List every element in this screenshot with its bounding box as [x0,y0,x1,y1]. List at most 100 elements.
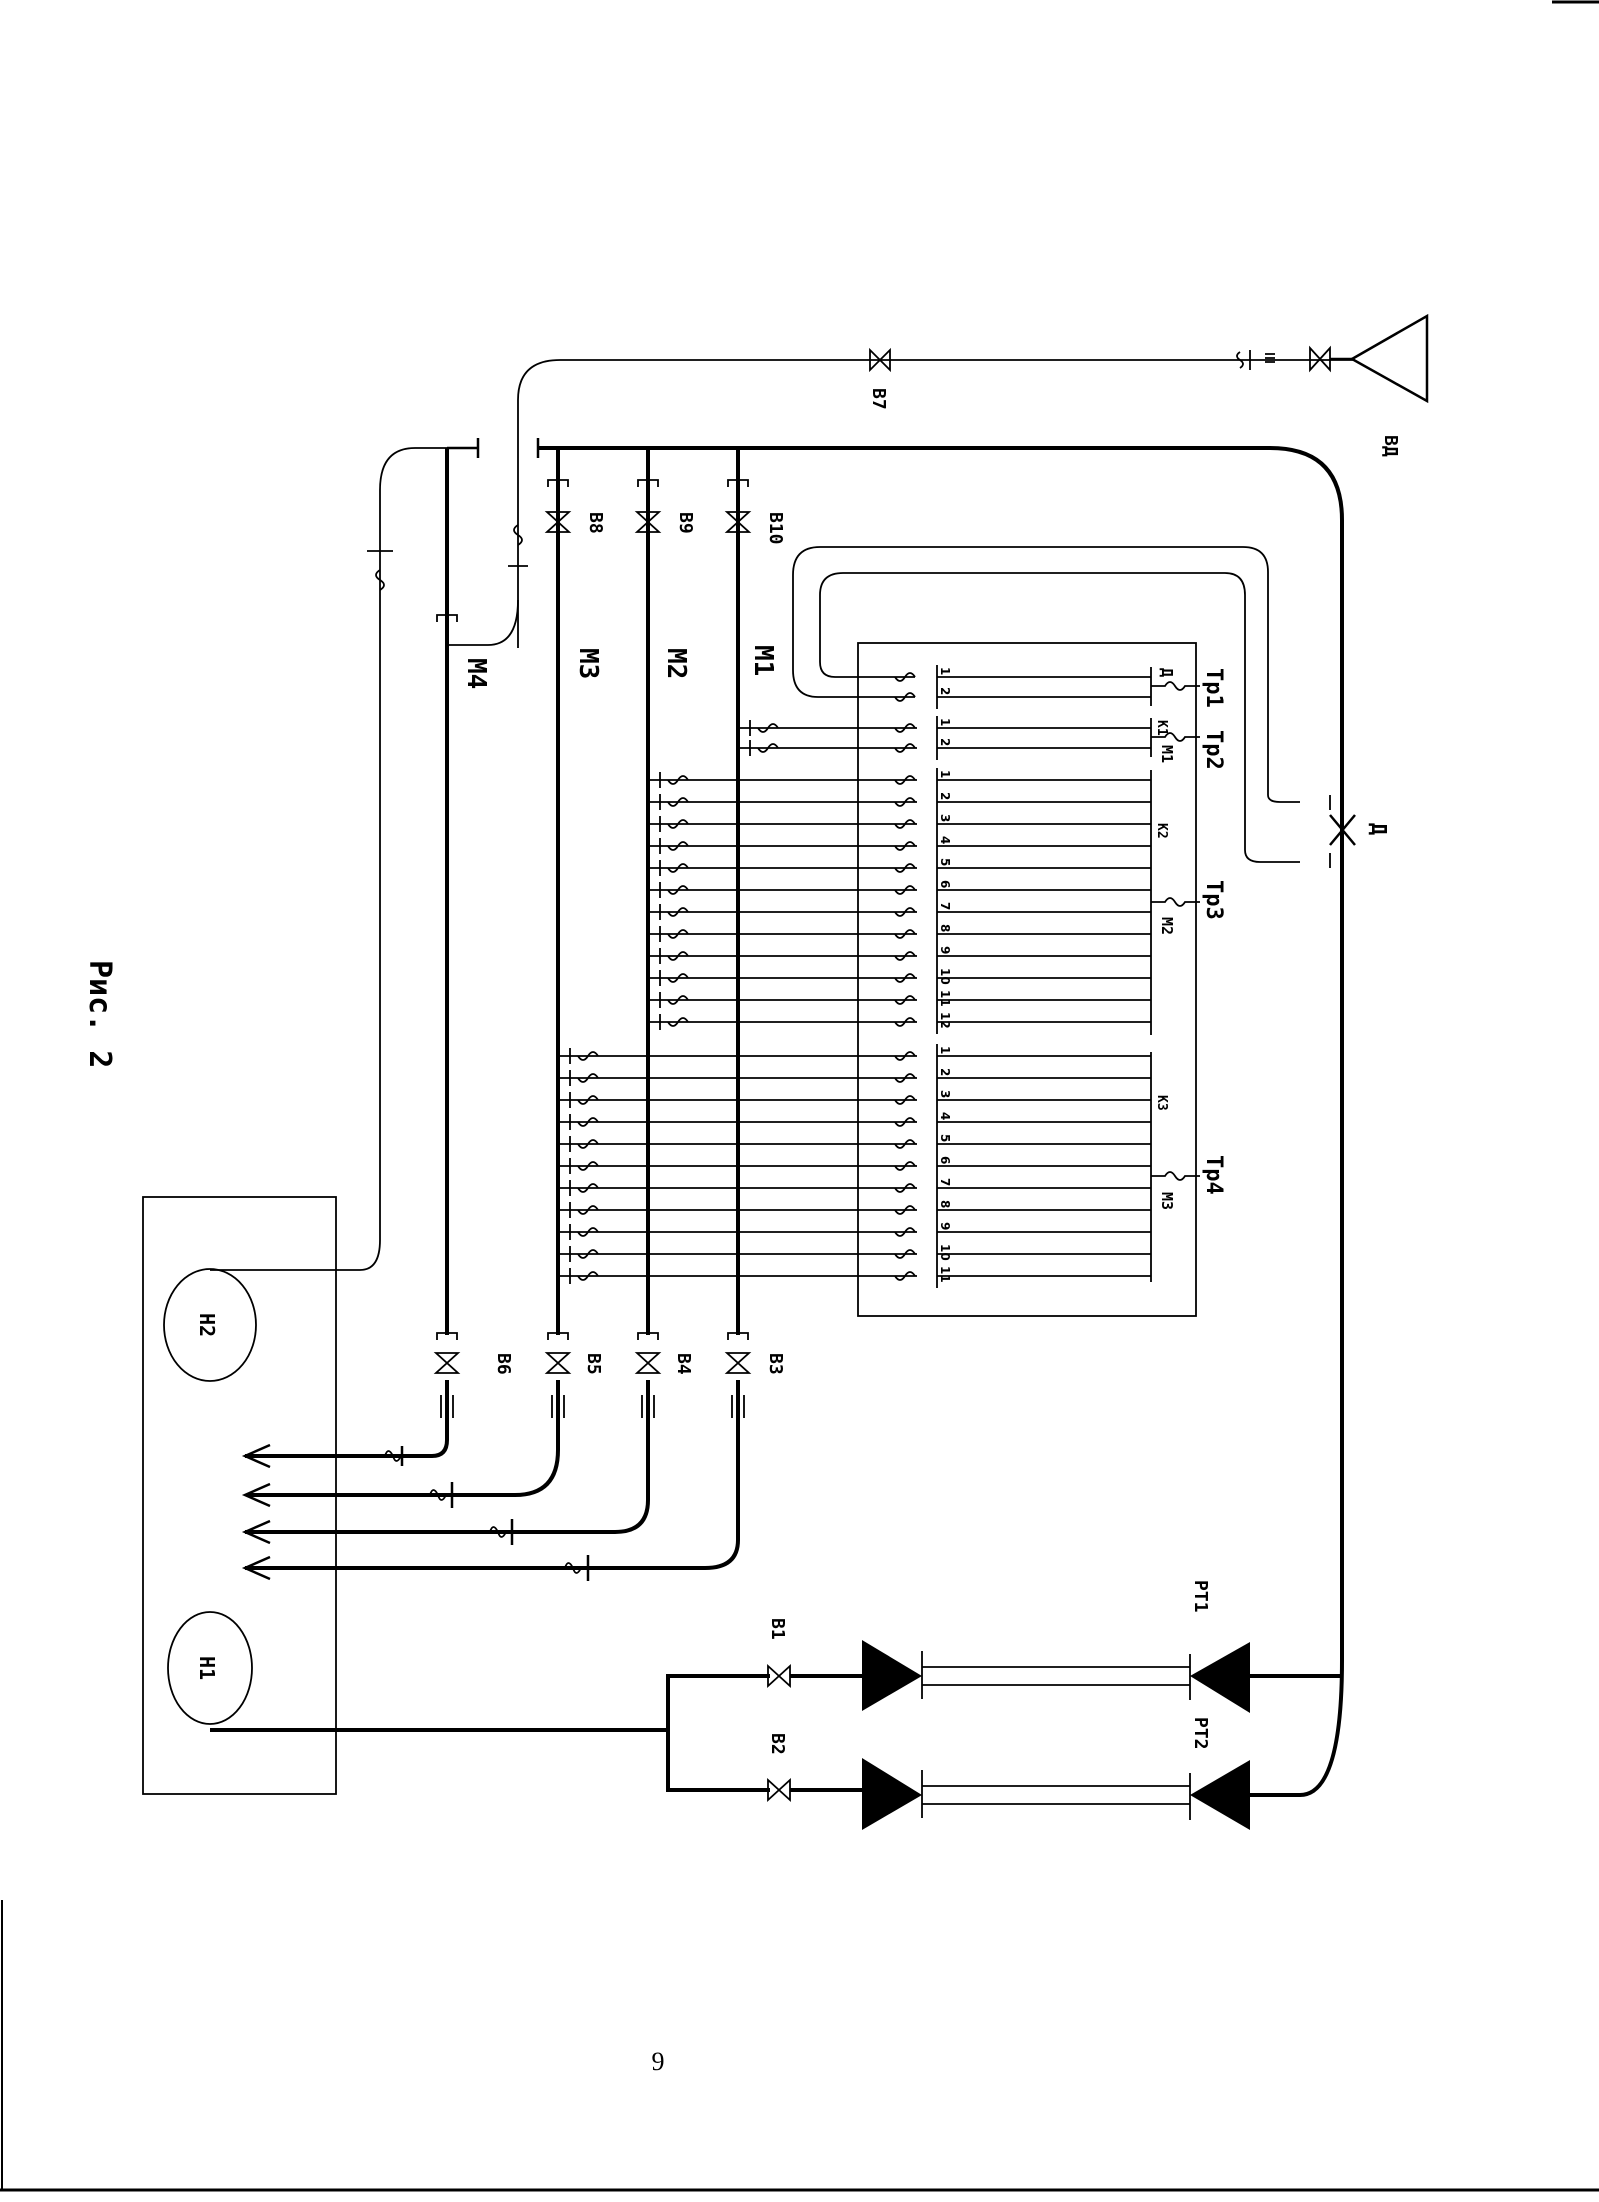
branch-flex-joint [667,929,689,939]
terminal-flex-joint [894,1161,916,1171]
filter-mark [551,1395,565,1418]
vd-filter [1265,353,1275,363]
terminal-flex-joint [894,1249,916,1259]
terminal-flex-joint [894,1227,916,1237]
tr4-label: Тр4 [1201,1155,1226,1195]
valve-b2-symbol[interactable] [767,1777,791,1803]
terminal-number: 4 [938,836,952,844]
m4-flange [436,614,458,622]
terminal-number: 11 [938,990,952,1007]
terminal-flex-joint [894,1095,916,1105]
terminal-flex-joint [894,885,916,895]
terminal-number: 7 [938,902,952,910]
terminal-flex-joint [894,819,916,829]
valve-vd-symbol[interactable] [1309,345,1331,373]
terminal-flex-joint [894,995,916,1005]
branch-flex-joint [667,819,689,829]
sensor-d-symbol[interactable] [1329,814,1356,846]
arrow-m2 [241,1519,271,1545]
terminal-number: 8 [938,1200,952,1208]
valve-b9-symbol[interactable] [634,479,662,533]
outlet-vd-symbol[interactable] [1349,313,1429,404]
return-line-m2 [245,1380,650,1534]
figure-caption: Рис. 2 [82,960,117,1068]
return-flex-m4 [384,1450,402,1462]
filter-mark [641,1395,655,1418]
terminal-flex-joint [894,1073,916,1083]
valve-b6-symbol[interactable] [433,1332,461,1418]
terminal-flex-joint [894,1183,916,1193]
terminal-number: 8 [938,924,952,932]
flex-joint-drain [375,569,385,591]
valve-b5-symbol[interactable] [544,1332,572,1418]
terminal-flex-joint [894,1117,916,1127]
terminal-cabinet [857,642,1197,1317]
tank-n1 [167,1611,253,1725]
branch-flex-joint [667,885,689,895]
terminal-flex-joint [894,841,916,851]
branch-flex-joint [667,797,689,807]
terminal-number: 3 [938,1090,952,1098]
valve-b1-label: В1 [767,1618,788,1640]
arrow-m1 [241,1555,271,1581]
terminal-flex-joint [894,863,916,873]
terminal-number: 9 [938,946,952,954]
terminal-number: 10 [938,968,952,985]
tr2-lead [1151,732,1200,742]
outlet-vd-label: ВД [1380,435,1401,457]
valve-b10-symbol[interactable] [724,479,752,533]
valve-b4-symbol[interactable] [634,1332,662,1418]
terminal-flex-joint [894,797,916,807]
regulator-rt1[interactable] [862,1640,1250,1713]
valve-b7-symbol[interactable] [869,347,891,373]
branch-flex-joint [667,973,689,983]
tr3-label: Тр3 [1201,880,1226,920]
tr3-lead [1151,897,1200,907]
terminal-flex-joint [894,1017,916,1027]
terminal-number: 12 [938,1012,952,1029]
terminal-number: 2 [938,738,952,746]
valve-body [544,1352,572,1374]
tank-n2 [163,1268,257,1382]
branch-flex-joint [577,1139,599,1149]
terminal-number: 2 [938,792,952,800]
main-m1-label: М1 [748,645,778,676]
vent-upper-link [210,447,447,1271]
flex-joint-vent [513,524,523,546]
terminal-number: 10 [938,1244,952,1261]
valve-b1-symbol[interactable] [767,1663,791,1689]
terminal-number: 6 [938,880,952,888]
regulator-rt1-label: РТ1 [1190,1580,1211,1613]
valve-b7-label: В7 [868,388,889,410]
page-number: 9 [652,2047,665,2076]
valve-b4-label: В4 [673,1353,694,1375]
branch-flex-joint [667,863,689,873]
terminal-number: 5 [938,1134,952,1142]
valve-b9-label: В9 [675,512,696,534]
terminal-flex-joint [894,907,916,917]
branch-flex-joint [577,1073,599,1083]
filter-mark [440,1395,454,1418]
terminal-flex-joint [894,1139,916,1149]
branch-flex-joint [667,907,689,917]
valve-flange [436,1332,458,1340]
terminal-number: 2 [938,1068,952,1076]
supply-pipe-n1 [210,1674,770,1792]
branch-flex-joint [577,1183,599,1193]
valve-b3-symbol[interactable] [724,1332,752,1418]
terminal-number: 3 [938,814,952,822]
terminal-number: 9 [938,1222,952,1230]
return-flex-m3 [429,1489,447,1501]
branch-flex-joint [667,775,689,785]
valve-b8-symbol[interactable] [544,479,572,533]
main-m3-label: М3 [573,648,603,679]
terminal-flex-joint [894,723,916,733]
vent-lower-link [447,599,519,646]
regulator-rt2[interactable] [862,1758,1250,1830]
terminal-number: 1 [938,1046,952,1054]
tr4-lead [1151,1171,1200,1181]
terminal-number: 2 [938,687,952,695]
terminal-number: 1 [938,770,952,778]
tr2-label: Тр2 [1201,730,1226,770]
terminal-flex-joint [894,692,916,702]
